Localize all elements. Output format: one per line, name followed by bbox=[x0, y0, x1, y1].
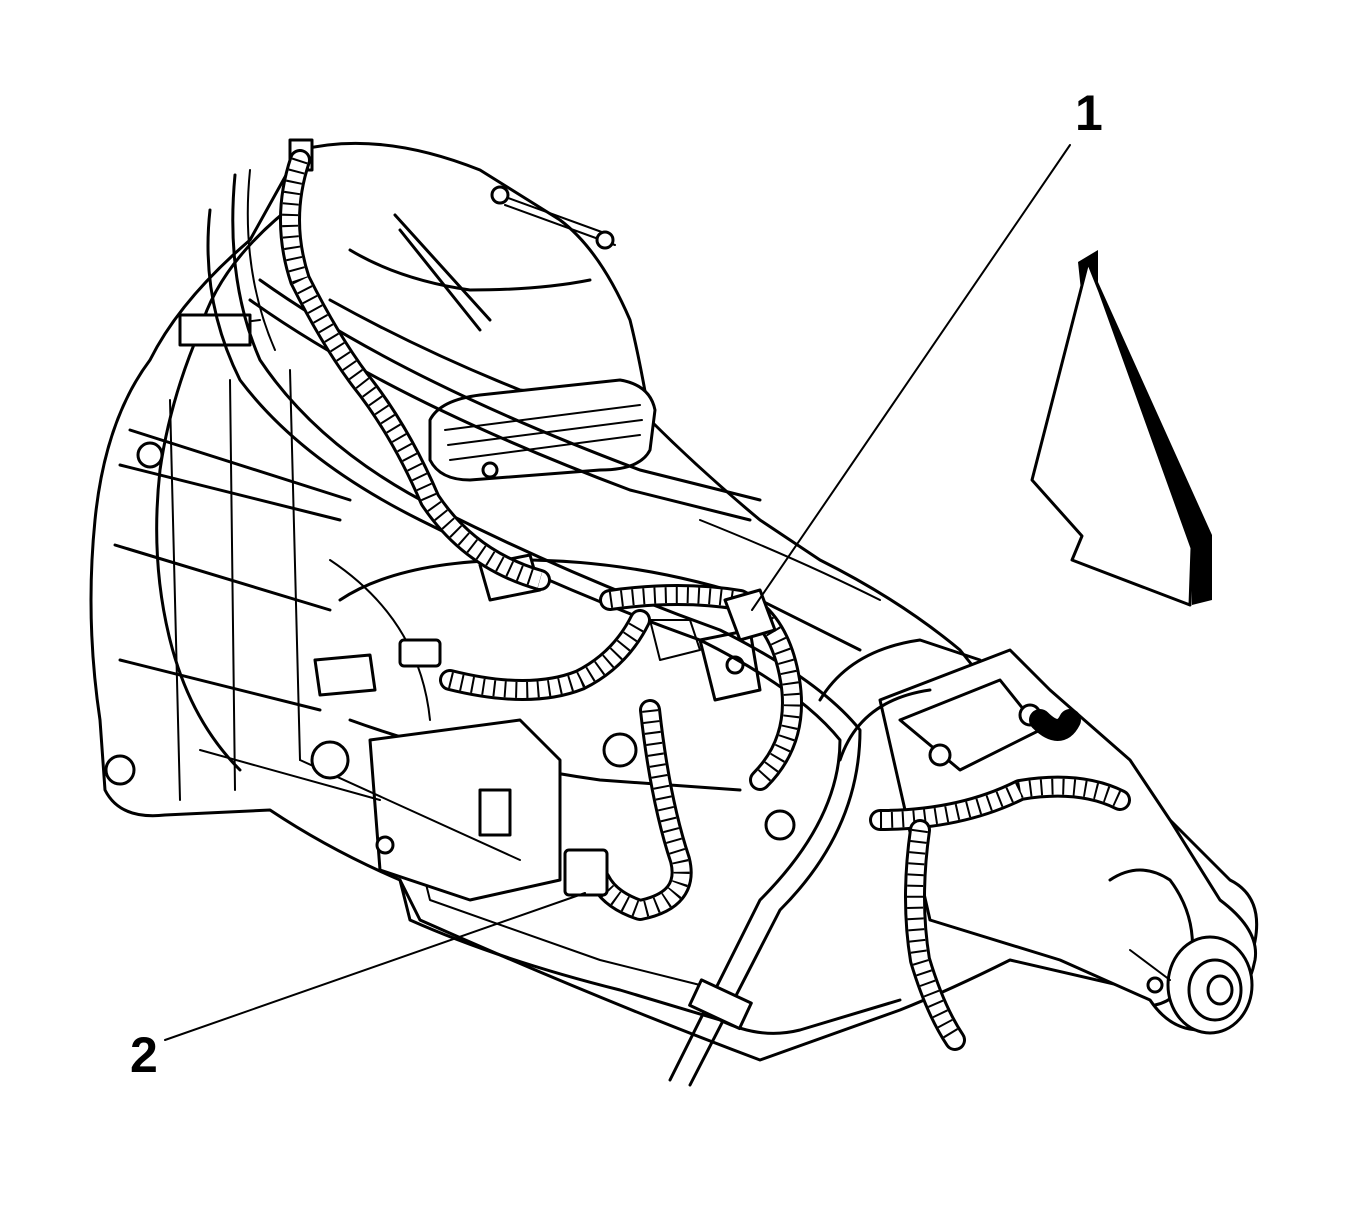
callout-label-2: 2 bbox=[130, 1027, 158, 1083]
view-direction-arrow-icon bbox=[1030, 250, 1212, 607]
callout-label-1: 1 bbox=[1075, 85, 1103, 141]
leader-line-2 bbox=[164, 892, 586, 1041]
leader-line-1 bbox=[751, 144, 1071, 611]
leader-lines bbox=[164, 144, 1071, 1041]
wiring-harness bbox=[279, 149, 1131, 1051]
cooler-lines bbox=[206, 169, 862, 1087]
